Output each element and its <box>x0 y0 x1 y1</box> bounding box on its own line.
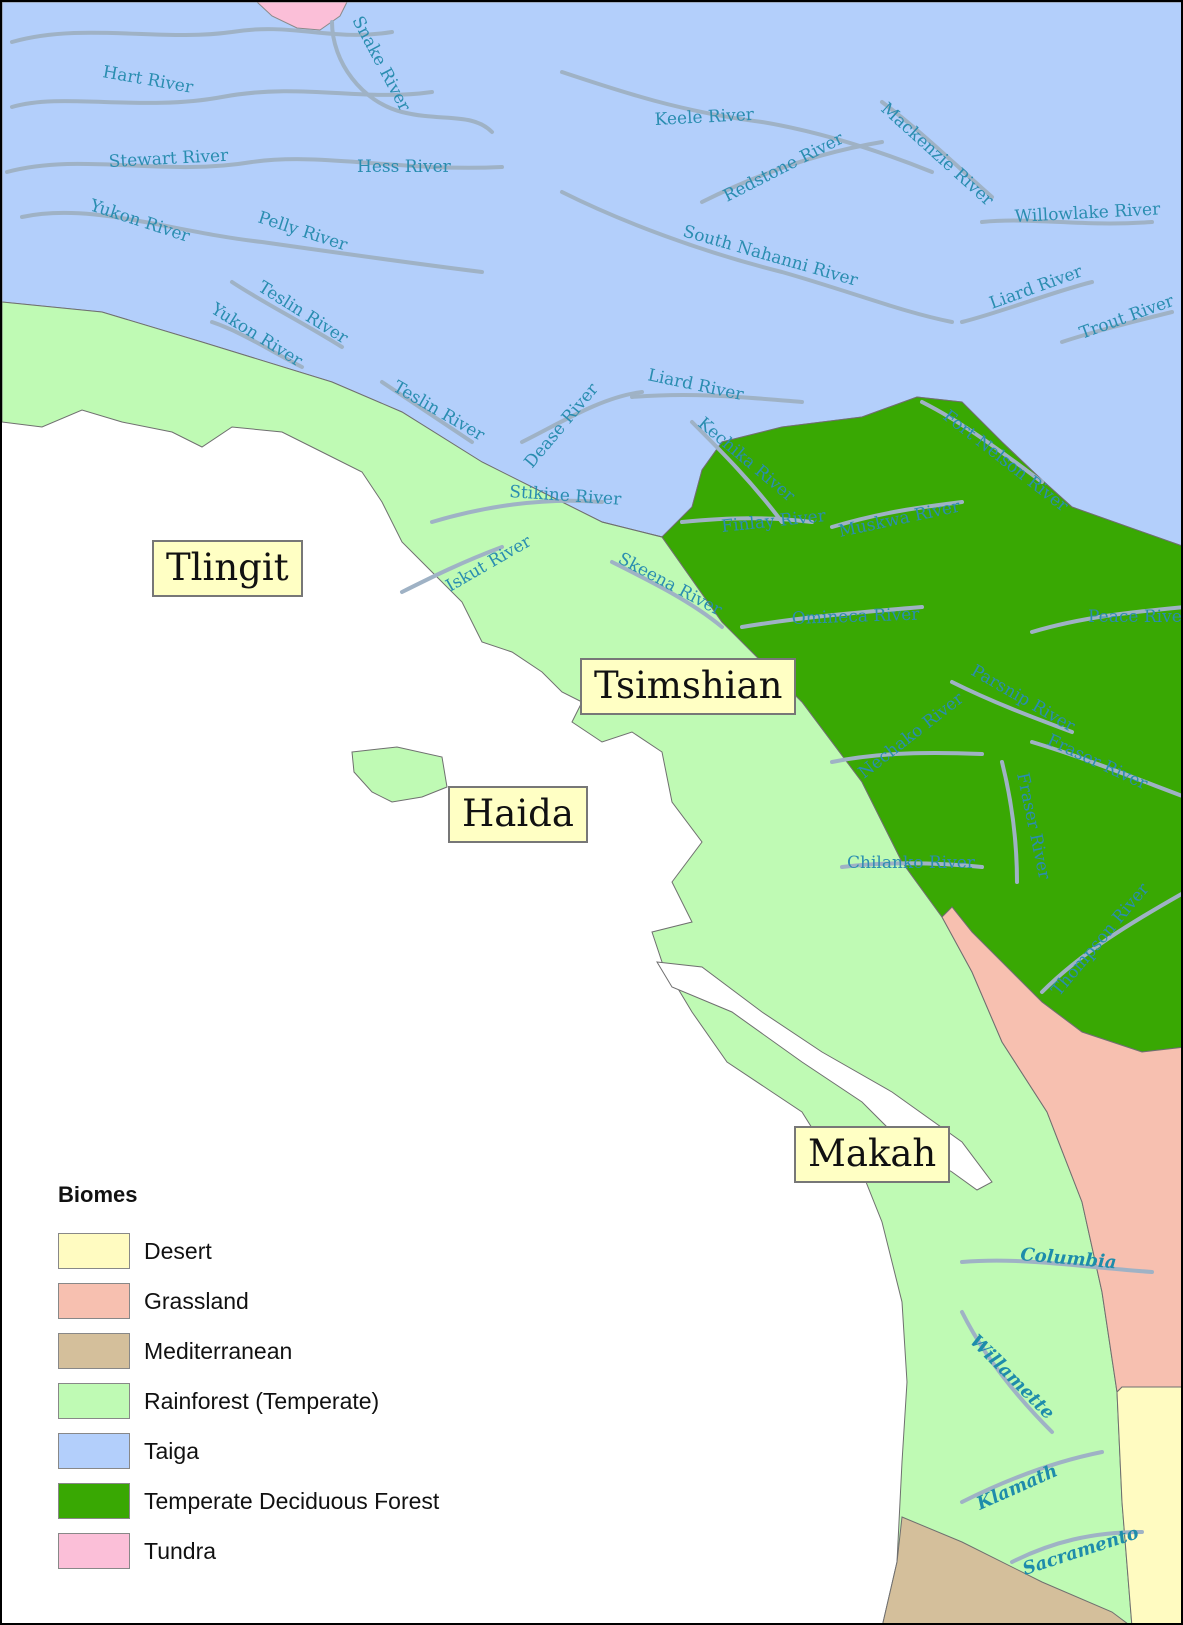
legend-item: Desert <box>58 1226 439 1276</box>
nation-label-tlingit: Tlingit <box>152 540 303 597</box>
legend-item: Taiga <box>58 1426 439 1476</box>
legend-label: Temperate Deciduous Forest <box>144 1487 440 1514</box>
mediterranean-region <box>882 1516 1128 1623</box>
river-label: Hess River <box>357 157 452 177</box>
legend-label: Mediterranean <box>144 1337 293 1364</box>
legend-item: Tundra <box>58 1526 439 1576</box>
legend-item: Temperate Deciduous Forest <box>58 1476 439 1526</box>
tundra-region <box>256 2 348 31</box>
river-label: Chilanko River <box>847 853 976 873</box>
nation-label-tsimshian: Tsimshian <box>580 658 797 715</box>
legend-title: Biomes <box>58 1182 138 1207</box>
legend-swatch <box>58 1483 130 1519</box>
legend-item: Rainforest (Temperate) <box>58 1376 439 1426</box>
nation-label-makah: Makah <box>794 1126 951 1183</box>
legend-label: Tundra <box>144 1537 217 1564</box>
legend-swatch <box>58 1333 130 1369</box>
river-label: Peace River <box>1088 607 1183 627</box>
legend-swatch <box>58 1383 130 1419</box>
river-label: Omineca River <box>791 605 920 629</box>
island <box>351 746 448 803</box>
legend-swatch <box>58 1433 130 1469</box>
legend-swatch <box>58 1233 130 1269</box>
legend-swatch <box>58 1533 130 1569</box>
legend-swatch <box>58 1283 130 1319</box>
legend-item: Grassland <box>58 1276 439 1326</box>
desert-region <box>1116 1386 1181 1623</box>
temperate-deciduous-region <box>601 396 1181 1053</box>
legend-label: Taiga <box>144 1437 199 1464</box>
legend-label: Desert <box>144 1237 212 1264</box>
legend-item: Mediterranean <box>58 1326 439 1376</box>
legend-label: Rainforest (Temperate) <box>144 1387 380 1414</box>
river-network <box>5 20 1181 1564</box>
nation-label-haida: Haida <box>448 786 588 843</box>
legend-label: Grassland <box>144 1287 249 1314</box>
